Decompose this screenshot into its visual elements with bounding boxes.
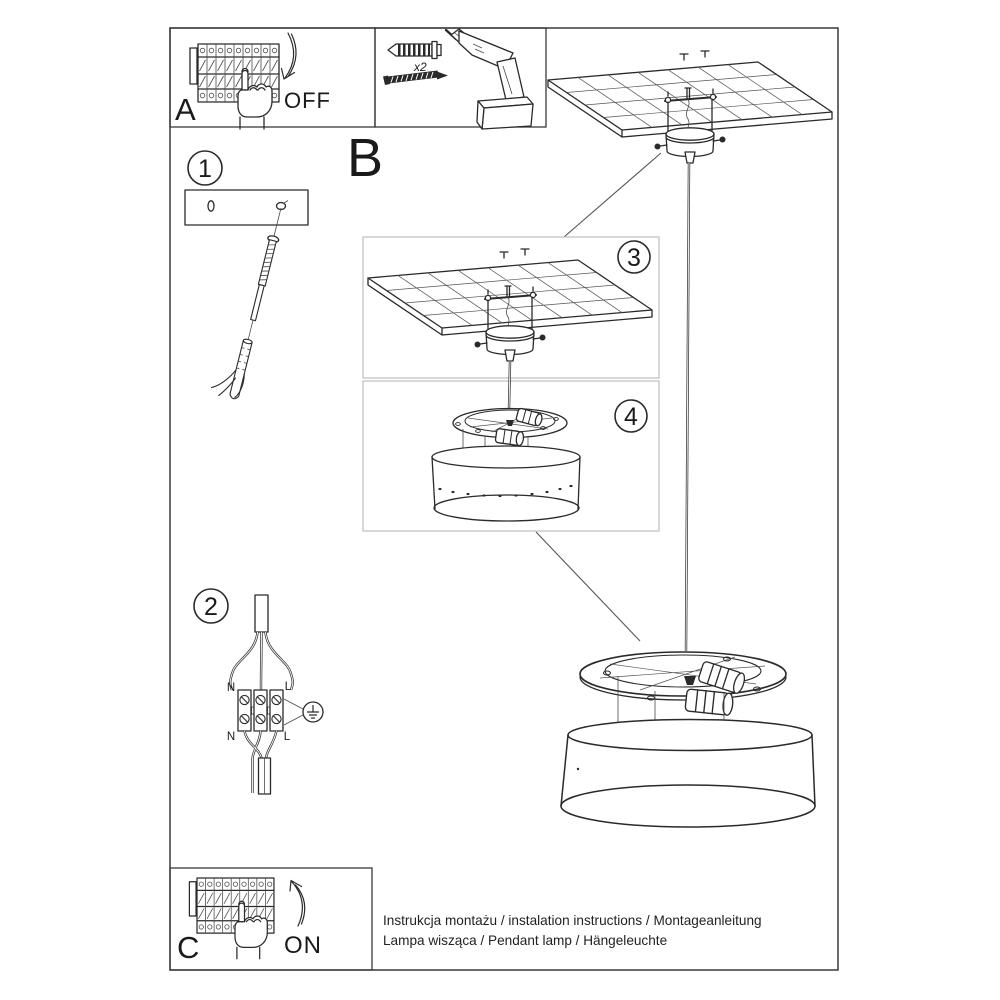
drill-icon: [444, 28, 534, 130]
wire-label-n-bottom: N: [227, 731, 235, 743]
circuit-breaker-illustration-c: [188, 877, 275, 960]
tools-box: [374, 27, 547, 128]
panel-a-breaker-off: A OFF: [169, 27, 376, 130]
wire-label-l-bottom: L: [284, 731, 291, 743]
circuit-breaker-illustration: [189, 43, 280, 130]
panel-c-label: C: [177, 930, 199, 965]
panel-a-state-off: OFF: [284, 88, 331, 113]
step-4-circle: [614, 399, 648, 433]
section-b-label: B: [347, 128, 383, 188]
wire-label-l-top: L: [285, 681, 292, 693]
inset-step-3: 3: [362, 236, 660, 379]
drum-shade: [560, 718, 816, 828]
inset-step-4: 4: [362, 361, 660, 532]
screw-icon: [383, 70, 448, 85]
wires-top: [229, 631, 294, 691]
step-1-number: 1: [198, 155, 212, 183]
panel-c-state-on: ON: [284, 932, 322, 959]
bulb-socket-2: [684, 688, 735, 717]
ground-symbol: [283, 698, 324, 726]
pointer-line-inset-to-lamp: [535, 531, 641, 642]
plate-slot-hole: [207, 200, 215, 212]
step-2-wiring: 2 N L N L: [193, 588, 324, 795]
step-1-anchor-plate: 1: [184, 150, 309, 400]
footer-line-1: Instrukcja montażu / instalation instruc…: [383, 913, 762, 928]
pointer-line-canopy-to-inset: [563, 152, 662, 238]
pendant-lamp: [560, 651, 816, 828]
cable-sleeve-top: [254, 594, 269, 633]
ceiling-mount-assembly: [547, 50, 833, 164]
lamp-base-plate: [579, 651, 787, 731]
arrow-down-icon: [280, 32, 297, 80]
drum-shade-small: [431, 445, 581, 522]
step-3-circle: [617, 240, 651, 274]
step-1-circle: [187, 150, 223, 186]
step-2-circle: [193, 588, 229, 624]
panel-tools: x2: [374, 27, 547, 130]
screw-and-anchor: [210, 207, 282, 400]
step-3-number: 3: [627, 244, 641, 272]
wall-anchor-icon: [387, 40, 442, 60]
footer-line-2: Lampa wisząca / Pendant lamp / Hängeleuc…: [383, 933, 667, 948]
step-2-number: 2: [204, 593, 218, 621]
bracket-plate: [184, 189, 309, 226]
anchor-qty-label: x2: [413, 60, 427, 74]
panel-c-box: [169, 867, 373, 971]
terminal-block: [237, 689, 284, 732]
step-4-number: 4: [624, 403, 638, 431]
wires-bottom: [243, 730, 278, 795]
panel-a-label: A: [175, 92, 196, 127]
arrow-up-icon: [289, 879, 306, 927]
panel-c-breaker-on: C ON: [169, 867, 373, 971]
wire-label-n-top: N: [227, 682, 235, 694]
